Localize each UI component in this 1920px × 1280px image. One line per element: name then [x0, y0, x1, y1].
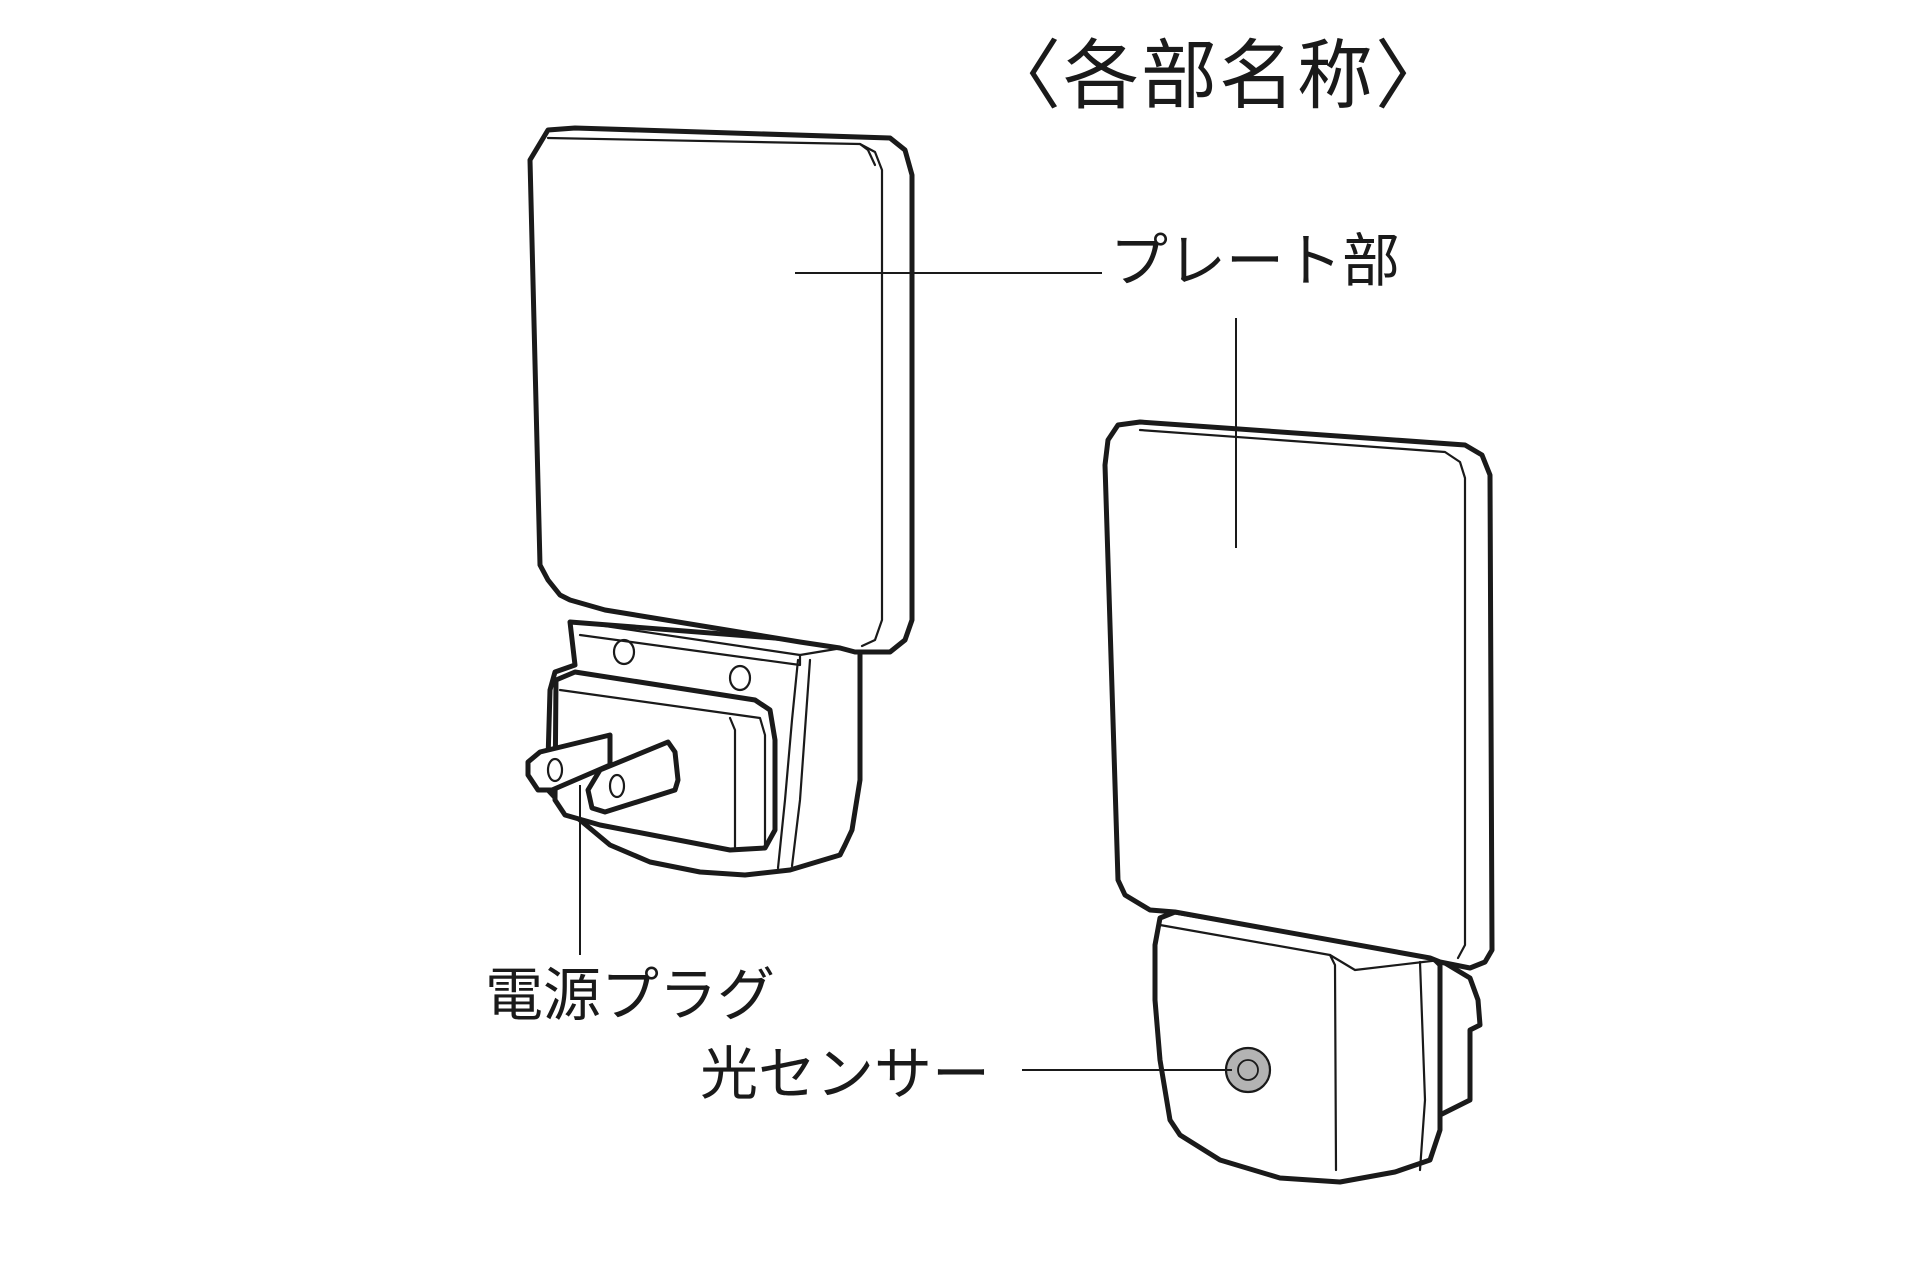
plug-prong-2: [585, 739, 681, 815]
left-device: [525, 125, 915, 878]
diagram-title: 〈各部名称〉: [985, 31, 1453, 120]
light-sensor-label: 光センサー: [700, 1040, 991, 1108]
left-base-ledge: [576, 620, 802, 667]
left-plate: [527, 125, 915, 655]
light-sensor-lens: [1237, 1059, 1259, 1081]
right-base-ledge: [1158, 923, 1442, 972]
right-device: [1102, 419, 1495, 1185]
plate-label: プレート部: [1110, 227, 1401, 295]
power-plug-label: 電源プラグ: [485, 961, 776, 1029]
left-screw-1: [612, 638, 636, 666]
left-screw-2: [728, 664, 752, 692]
right-plate: [1102, 419, 1495, 971]
